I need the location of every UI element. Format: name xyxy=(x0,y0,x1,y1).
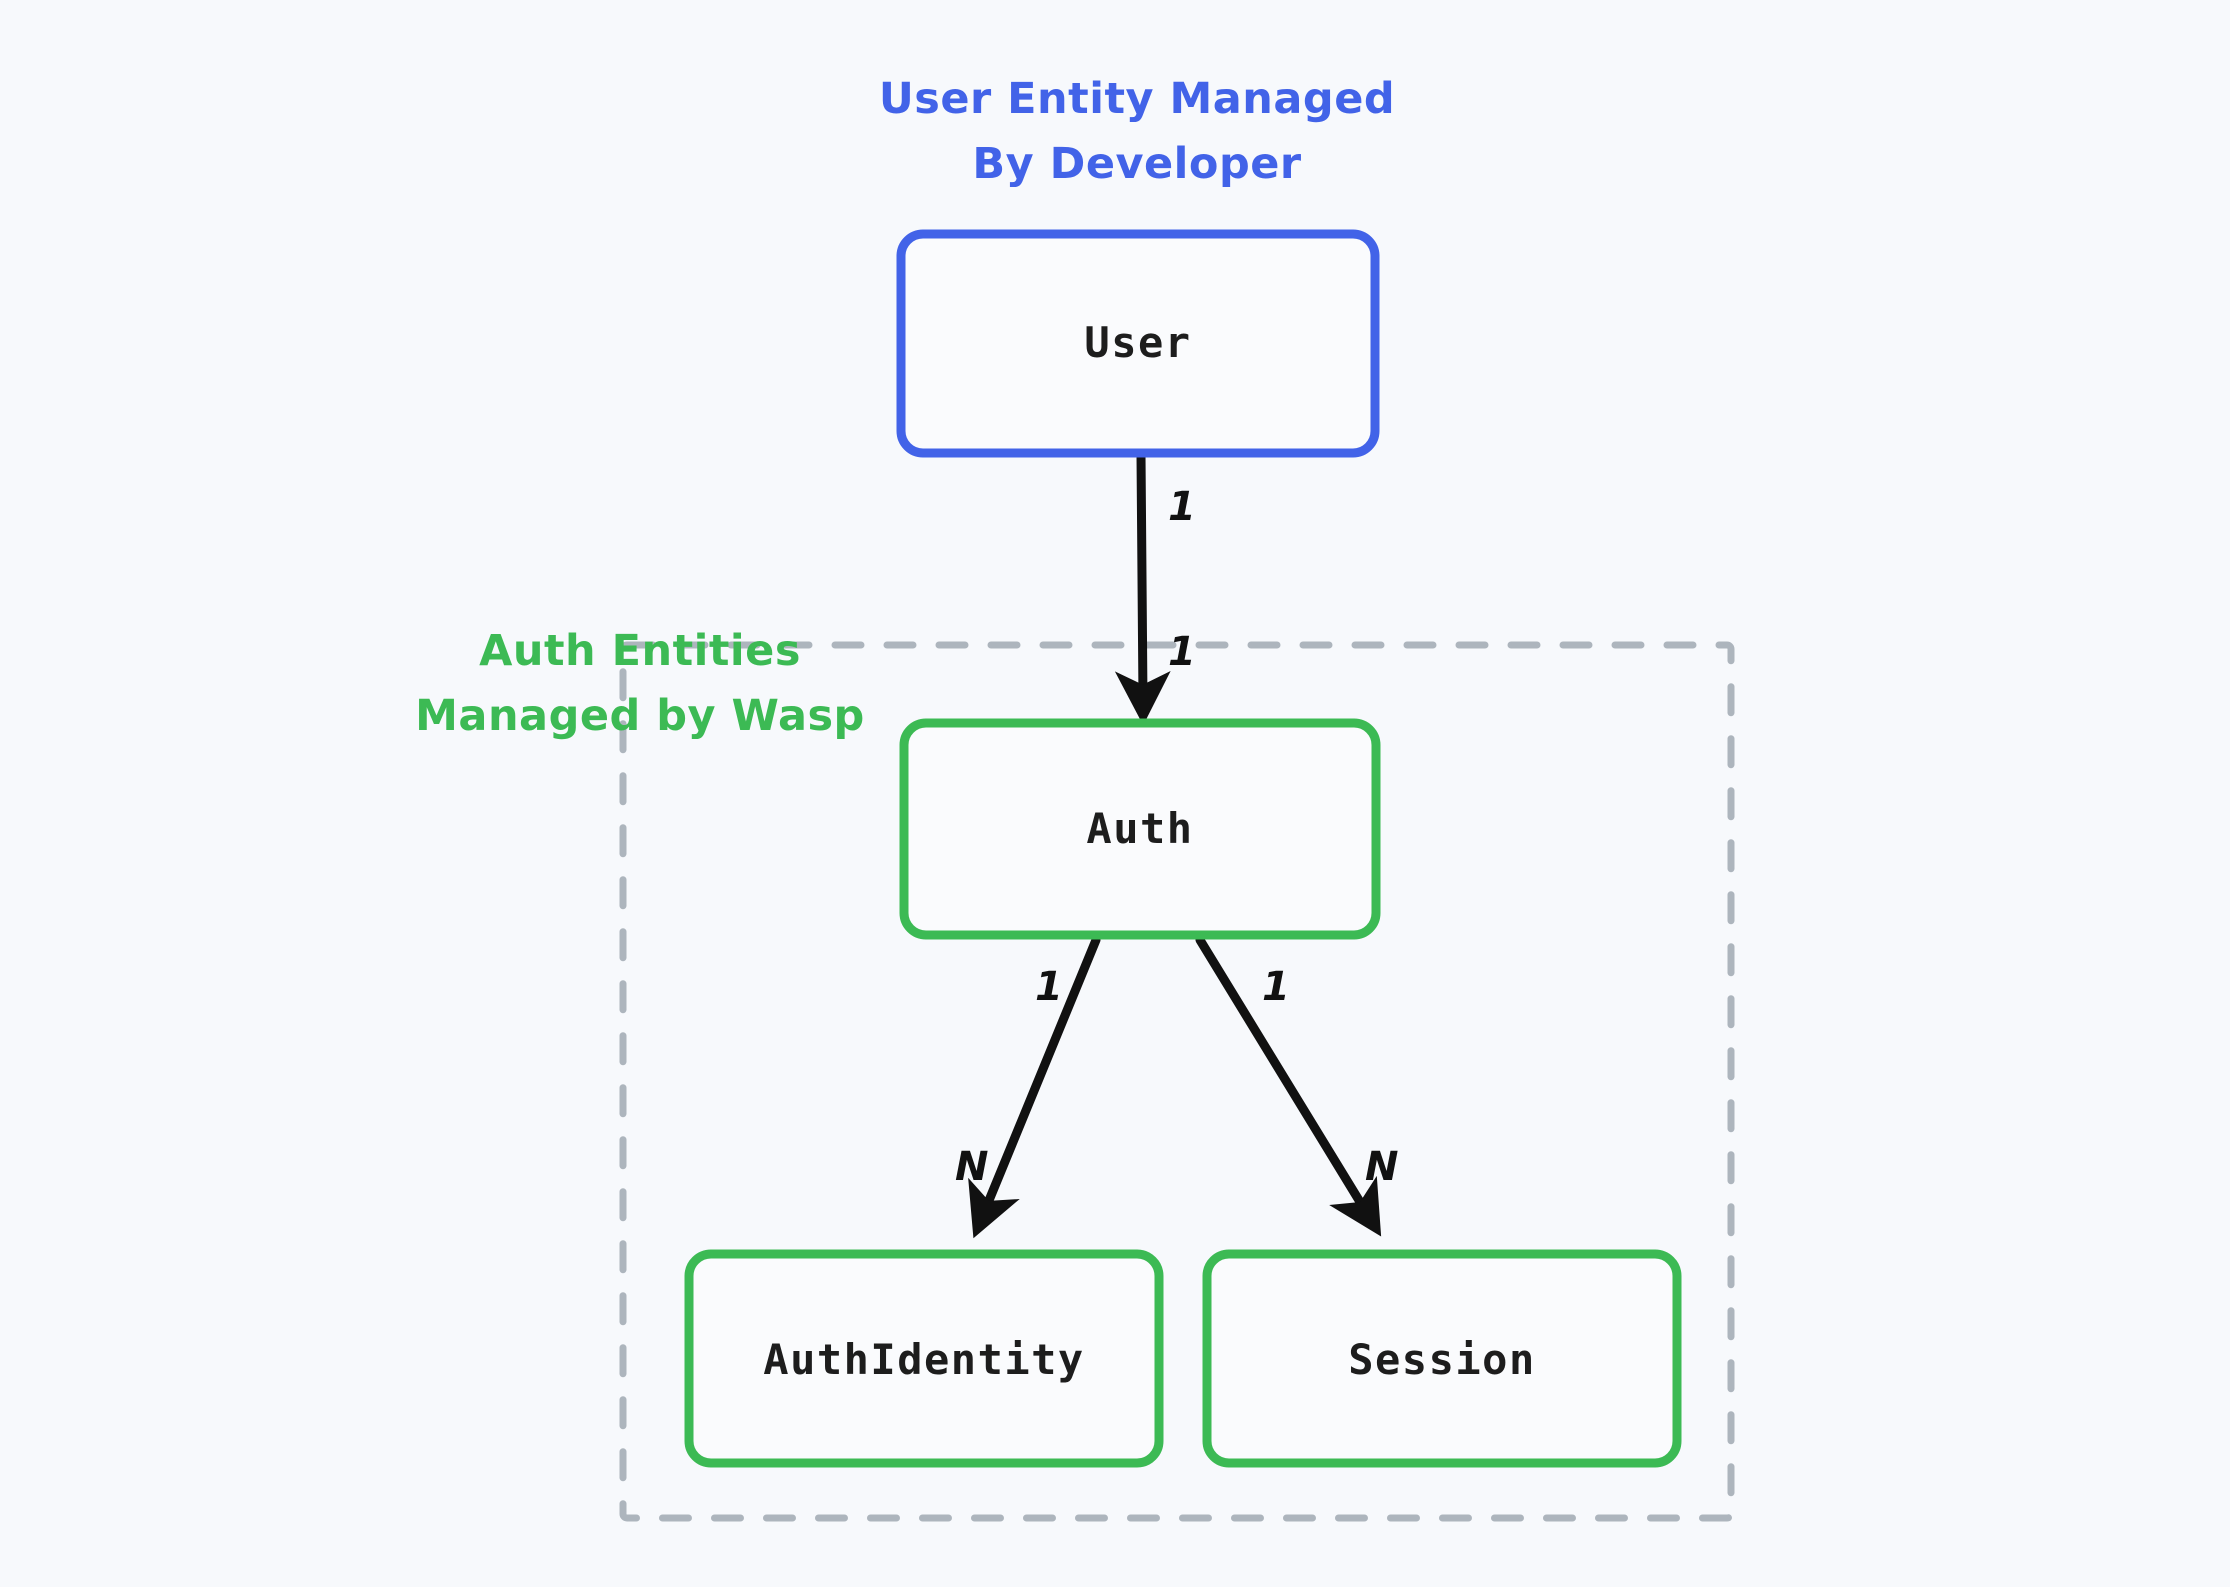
wasp-group-label-line2: Managed by Wasp xyxy=(415,691,865,741)
wasp-group-label-line1: Auth Entities xyxy=(479,626,801,676)
edge-label-auth-session-target: N xyxy=(1365,1144,1398,1190)
edge-auth-to-authidentity xyxy=(968,935,1101,1239)
developer-group-label-line1: User Entity Managed xyxy=(879,74,1395,124)
node-user[interactable]: User xyxy=(896,229,1380,458)
node-auth-label: Auth xyxy=(1086,804,1193,853)
edge-label-user-auth-target: 1 xyxy=(1168,629,1196,675)
node-session-box[interactable] xyxy=(1202,1249,1682,1468)
node-authidentity[interactable]: AuthIdentity xyxy=(684,1249,1164,1468)
edge-label-auth-session-source: 1 xyxy=(1262,964,1290,1010)
node-authidentity-box[interactable] xyxy=(684,1249,1164,1468)
edge-label-auth-authidentity-source: 1 xyxy=(1035,964,1063,1010)
node-user-box[interactable] xyxy=(896,229,1380,458)
node-session[interactable]: Session xyxy=(1202,1249,1682,1468)
developer-group-label-line2: By Developer xyxy=(972,139,1302,189)
node-authidentity-label: AuthIdentity xyxy=(763,1335,1084,1384)
node-user-label: User xyxy=(1084,318,1191,367)
node-auth-box[interactable] xyxy=(899,718,1381,940)
edge-auth-to-session xyxy=(1195,935,1382,1237)
node-session-label: Session xyxy=(1348,1335,1536,1384)
node-auth[interactable]: Auth xyxy=(899,718,1381,940)
edge-user-to-auth xyxy=(1114,450,1171,726)
edge-label-user-auth-source: 1 xyxy=(1168,484,1196,530)
edge-label-auth-authidentity-target: N xyxy=(955,1144,988,1190)
